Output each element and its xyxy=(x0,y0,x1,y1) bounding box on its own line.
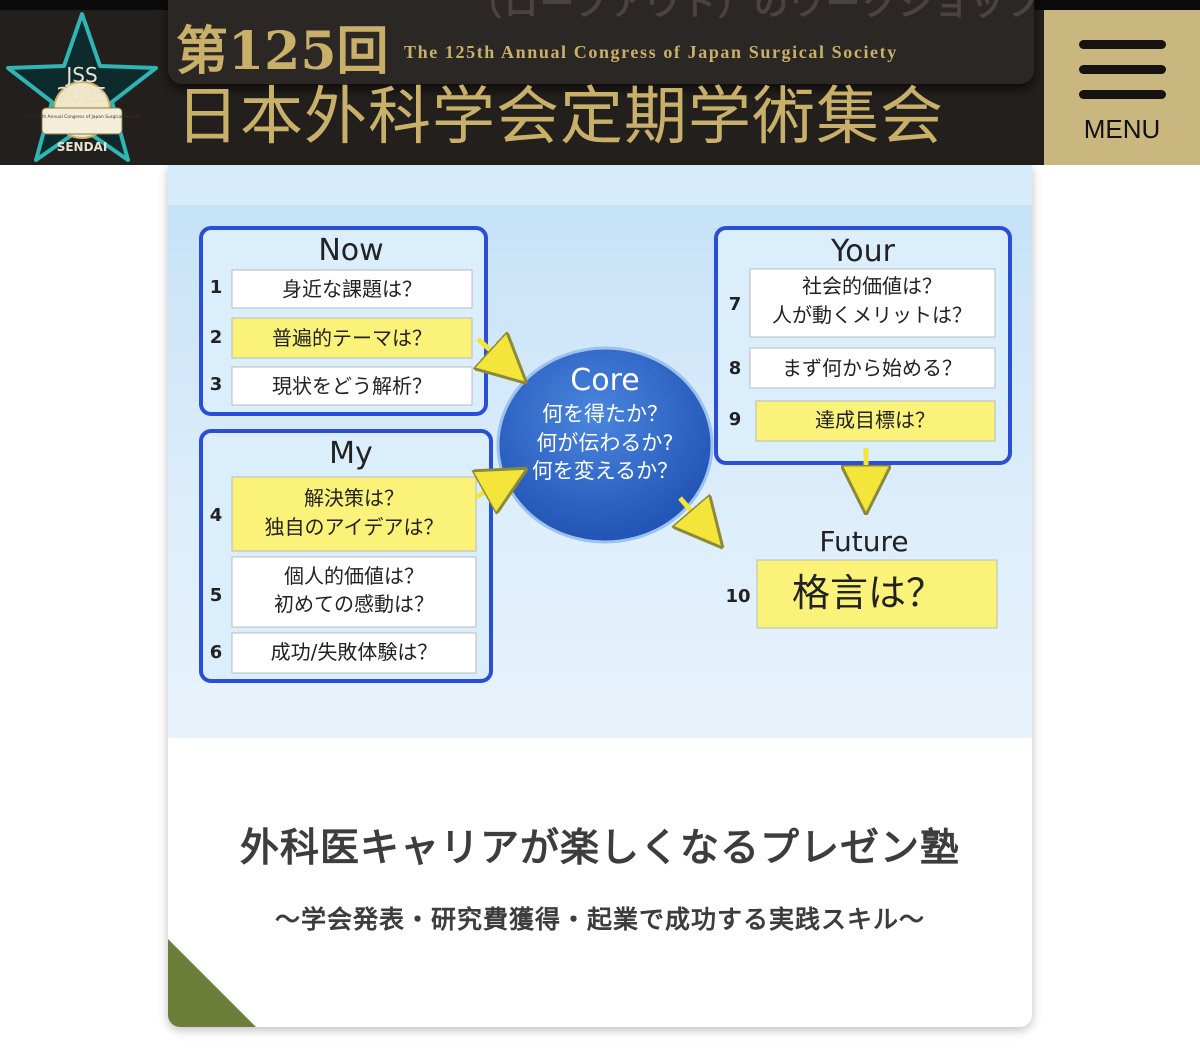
arrow-now-to-core xyxy=(478,339,512,370)
my-item-box xyxy=(231,632,477,674)
logo-abbr: JSS xyxy=(64,63,97,87)
my-item-line1: 成功/失敗体験は？ xyxy=(271,640,438,664)
logo-city: SENDAI xyxy=(57,140,108,154)
future-text: 格言は？ xyxy=(792,571,944,615)
your-item-line2: 人が動くメリットは？ xyxy=(772,303,972,327)
now-item-box xyxy=(231,269,473,309)
congress-japanese-title: 日本外科学会定期学術集会 xyxy=(176,80,944,153)
future-box-highlight xyxy=(756,559,998,629)
your-item-box xyxy=(749,268,996,338)
core-title: Core xyxy=(570,363,639,398)
core-line: 何を変えるか？ xyxy=(532,459,678,483)
your-item-line1: 社会的価値は？ xyxy=(802,274,942,298)
congress-english-title: The 125th Annual Congress of Japan Surgi… xyxy=(404,42,898,62)
now-item-num: 3 xyxy=(210,374,223,395)
your-item-num: 9 xyxy=(729,409,742,430)
your-item-box-highlight xyxy=(755,400,996,442)
workshop-card[interactable]: Now 1 身近な課題は？ 2 普遍的テーマは？ 3 現状をどう解析？ My 4… xyxy=(168,165,1032,1027)
your-item-num: 8 xyxy=(729,358,742,379)
your-item-num: 7 xyxy=(729,294,742,315)
now-item-box xyxy=(231,366,473,406)
my-item-num: 4 xyxy=(210,505,223,526)
core-line: 何を得たか？ xyxy=(542,402,668,426)
my-item-box-highlight xyxy=(231,476,477,552)
site-header: （ロープアウト）のワークショップ JSS 2025 The 125th Annu… xyxy=(0,0,1200,165)
corner-accent xyxy=(168,939,256,1027)
logo-year: 2025 xyxy=(57,83,108,107)
menu-button[interactable]: MENU xyxy=(1044,10,1200,165)
now-item-text: 身近な課題は？ xyxy=(282,277,422,301)
arrow-my-to-core xyxy=(476,478,510,497)
my-item-line1: 個人的価値は？ xyxy=(284,564,424,588)
workshop-subtitle: 〜学会発表・研究費獲得・起業で成功する実践スキル〜 xyxy=(274,905,925,934)
arrow-core-to-future xyxy=(680,498,710,533)
now-item-text: 普遍的テーマは？ xyxy=(272,326,432,350)
peek-card-title: （ロープアウト）のワークショップ xyxy=(468,0,1042,24)
menu-label: MENU xyxy=(1083,114,1161,144)
your-item-line1: まず何から始める？ xyxy=(782,356,962,380)
now-item-num: 2 xyxy=(210,327,223,348)
your-title: Your xyxy=(830,234,896,269)
my-title: My xyxy=(329,436,373,471)
jss-2025-logo[interactable]: JSS 2025 The 125th Annual Congress of Ja… xyxy=(4,10,160,164)
core-line: 何が伝わるか? xyxy=(536,431,673,455)
my-item-line2: 独自のアイデアは？ xyxy=(265,515,444,539)
congress-number: 第125回 xyxy=(176,21,389,82)
now-title: Now xyxy=(318,233,383,268)
my-item-num: 5 xyxy=(210,585,223,606)
scrolled-card-peek: （ロープアウト）のワークショップ xyxy=(168,0,1040,84)
workshop-title: 外科医キャリアが楽しくなるプレゼン塾 xyxy=(239,826,960,871)
future-num: 10 xyxy=(725,586,750,607)
now-item-text: 現状をどう解析？ xyxy=(272,374,432,398)
my-item-line1: 解決策は？ xyxy=(304,486,404,510)
my-item-line2: 初めての感動は？ xyxy=(274,592,434,616)
future-title: Future xyxy=(819,525,908,558)
my-item-box xyxy=(231,556,477,628)
presentation-framework-diagram: Now 1 身近な課題は？ 2 普遍的テーマは？ 3 現状をどう解析？ My 4… xyxy=(168,165,1032,738)
now-item-box-highlight xyxy=(231,317,473,359)
logo-banner: The 125th Annual Congress of Japan Surgi… xyxy=(23,114,141,120)
your-item-box xyxy=(749,347,996,389)
my-item-num: 6 xyxy=(210,642,223,663)
now-item-num: 1 xyxy=(210,277,223,298)
core-circle xyxy=(496,346,714,544)
your-item-line1: 達成目標は？ xyxy=(815,408,935,432)
